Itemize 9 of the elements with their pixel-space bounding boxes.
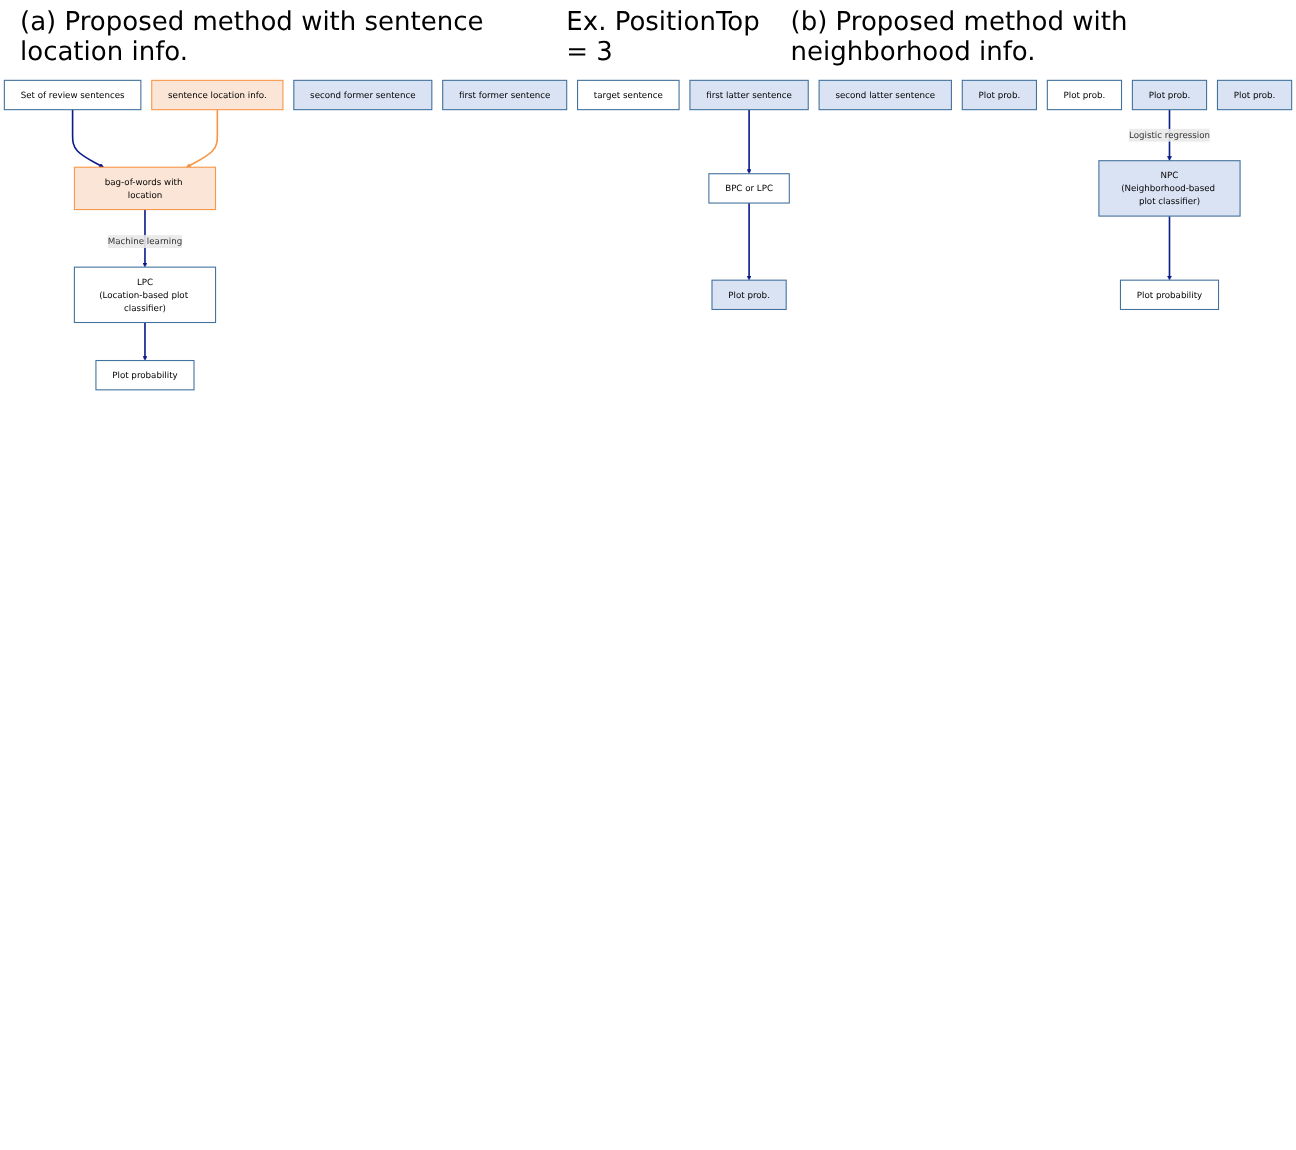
note-text: (b) Proposed method with neighborhood info. (790, 8, 1130, 68)
arrow (142, 321, 148, 361)
arrow (185, 108, 219, 168)
note-text: (a) Proposed method with sentence location info. (20, 8, 486, 68)
arrow (71, 108, 104, 168)
arrow (1167, 215, 1172, 281)
arrow (746, 108, 752, 174)
note-text: Ex. PositionTop = 3 (566, 8, 762, 68)
arrow (746, 202, 752, 281)
